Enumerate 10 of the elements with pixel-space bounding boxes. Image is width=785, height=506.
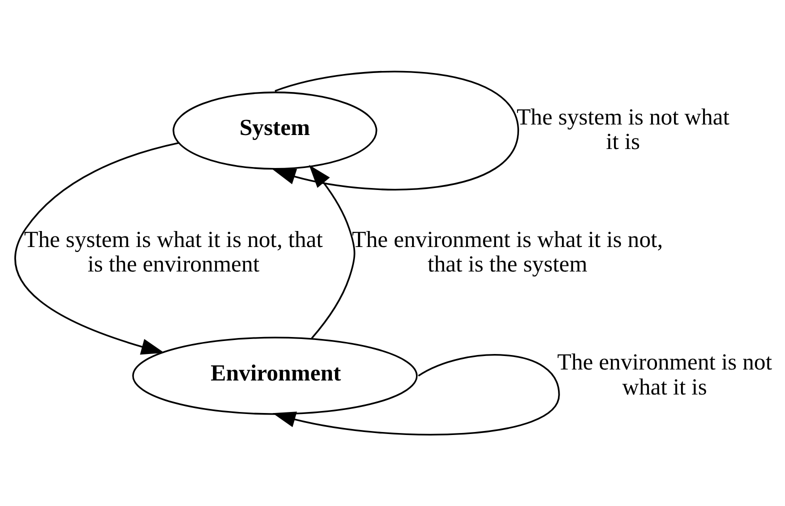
edge-label: The environment is what it is not, that is the system	[352, 226, 663, 277]
edge-label: The system is not what it is	[516, 103, 730, 154]
node-ellipse: Environment	[132, 336, 418, 415]
edge-label: The environment is not what it is	[557, 348, 772, 400]
arrow	[14, 142, 179, 355]
arrow	[272, 70, 520, 190]
node-ellipse: System	[172, 92, 378, 170]
arrow	[308, 164, 356, 339]
edge-label: The system is what it is not, that is the environment	[24, 226, 323, 277]
arrow	[272, 354, 560, 436]
